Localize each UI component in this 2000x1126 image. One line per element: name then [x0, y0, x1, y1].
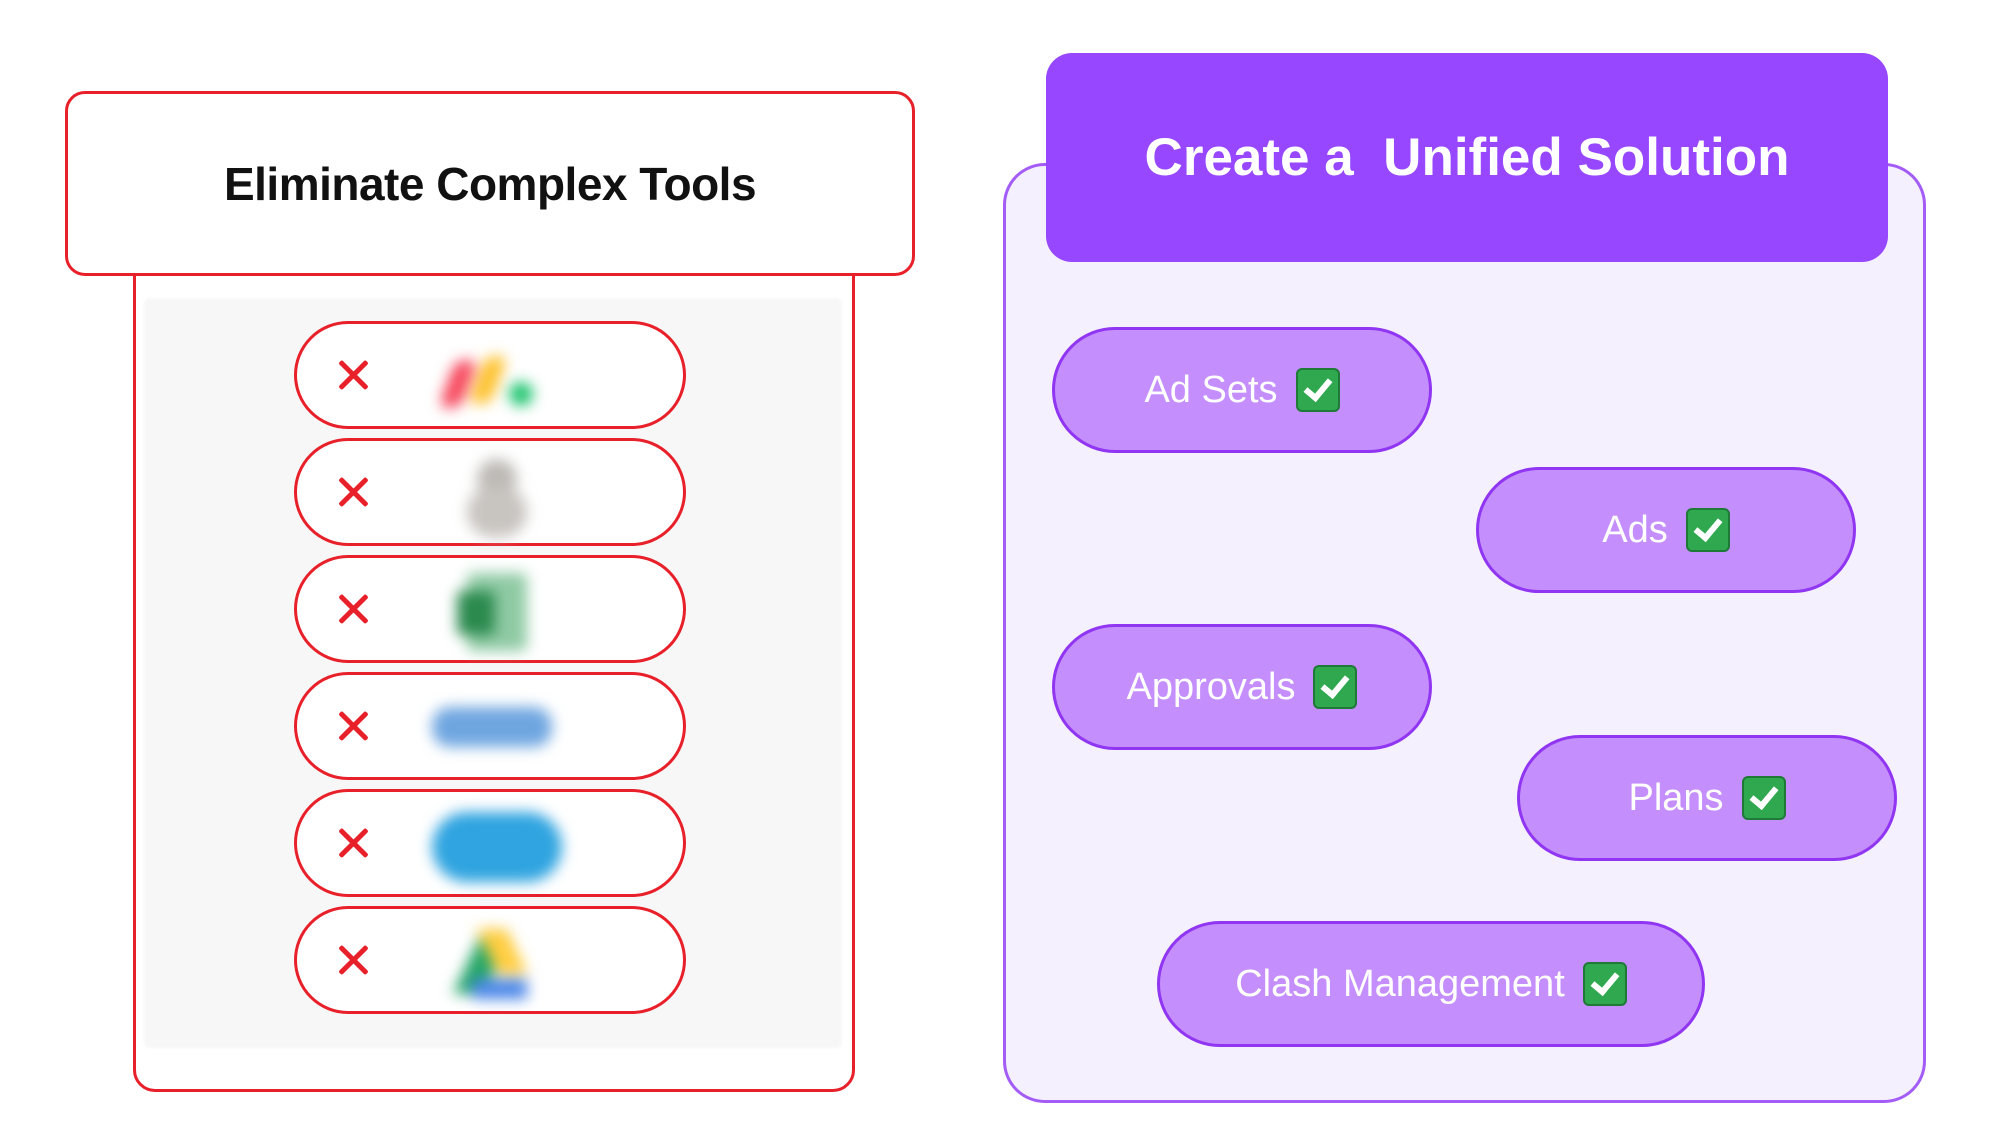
- check-mark-icon: [1313, 665, 1358, 709]
- feature-label: Approvals: [1126, 665, 1296, 708]
- tool-item-excel: [294, 555, 686, 663]
- tool-item-box: [294, 672, 686, 780]
- tool-item-salesforce: [294, 789, 686, 897]
- gray-logo-icon: [467, 459, 537, 539]
- feature-label: Clash Management: [1235, 962, 1565, 1005]
- box-logo-icon: [432, 705, 552, 751]
- eliminate-tools-title: Eliminate Complex Tools: [223, 157, 757, 210]
- unified-solution-header: Create a Unified Solution: [1046, 53, 1888, 262]
- check-mark-icon: [1741, 776, 1786, 820]
- x-icon: [334, 941, 372, 979]
- x-icon: [334, 590, 372, 628]
- feature-label: Ads: [1602, 508, 1668, 551]
- feature-pill-clash-management: Clash Management: [1157, 921, 1705, 1047]
- feature-label: Plans: [1628, 776, 1724, 819]
- x-icon: [334, 707, 372, 745]
- check-mark-icon: [1582, 962, 1627, 1006]
- eliminate-tools-header: Eliminate Complex Tools: [65, 91, 915, 276]
- x-icon: [334, 473, 372, 511]
- check-mark-icon: [1685, 508, 1730, 552]
- x-icon: [334, 824, 372, 862]
- x-icon: [334, 356, 372, 394]
- feature-pill-plans: Plans: [1517, 735, 1897, 861]
- feature-label: Ad Sets: [1144, 368, 1278, 411]
- unified-solution-title: Create a Unified Solution: [1144, 128, 1790, 187]
- tool-item-gray: [294, 438, 686, 546]
- feature-pill-ads: Ads: [1476, 467, 1856, 593]
- google-drive-logo-icon: [453, 924, 537, 1004]
- tool-item-google-drive: [294, 906, 686, 1014]
- check-mark-icon: [1295, 368, 1340, 412]
- salesforce-logo-icon: [432, 807, 562, 887]
- feature-pill-approvals: Approvals: [1052, 624, 1432, 750]
- excel-logo-icon: [457, 573, 537, 653]
- tool-item-monday: [294, 321, 686, 429]
- monday-logo-icon: [438, 352, 557, 408]
- feature-pill-ad-sets: Ad Sets: [1052, 327, 1432, 453]
